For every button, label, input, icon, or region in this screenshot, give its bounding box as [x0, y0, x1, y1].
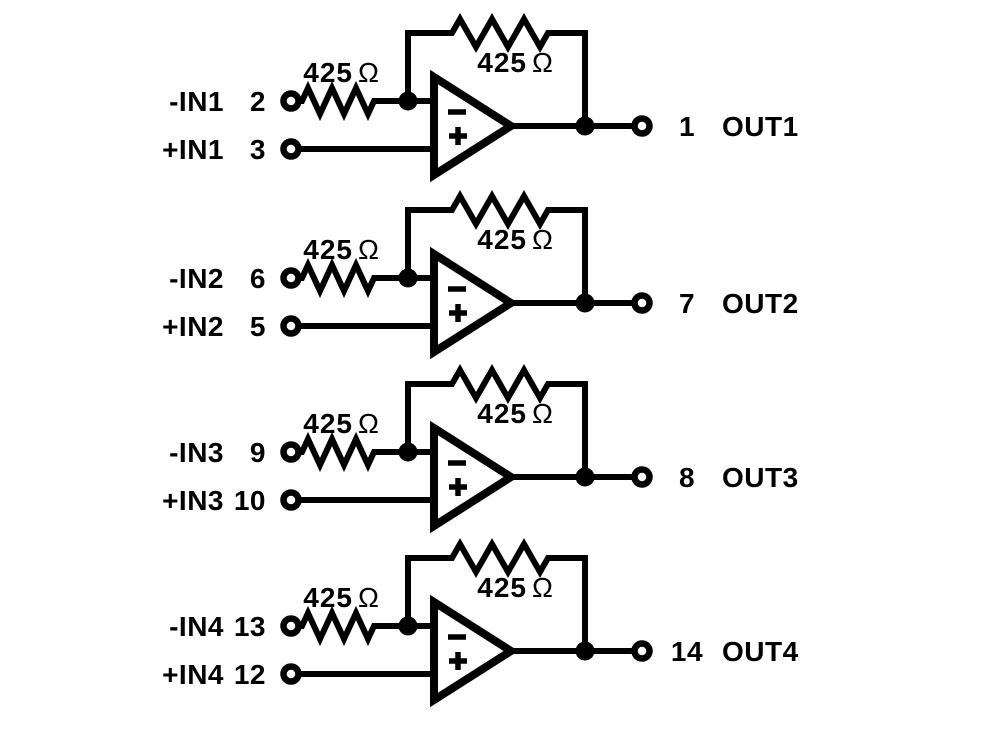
neg-input-name-label: -IN4 [169, 611, 224, 642]
opamp-stage-4: -IN4 13 +IN4 12 425 Ω 425 Ω 14 OUT4 [162, 544, 799, 700]
input-resistor-value: 425 [303, 408, 353, 439]
output-pin-number: 14 [671, 636, 703, 667]
stage-2-circuit [284, 196, 650, 352]
input-resistor-unit: Ω [358, 582, 379, 613]
stage-4-circuit [284, 544, 650, 700]
input-resistor-unit: Ω [358, 408, 379, 439]
pos-input-pin-number: 3 [250, 134, 266, 165]
neg-input-pin-number: 6 [250, 263, 266, 294]
feedback-resistor-value: 425 [477, 47, 527, 78]
output-pin-number: 8 [679, 462, 695, 493]
input-resistor-value: 425 [303, 582, 353, 613]
neg-input-name-label: -IN1 [169, 86, 224, 117]
opamp-stage-2: -IN2 6 +IN2 5 425 Ω 425 Ω 7 OUT2 [162, 196, 799, 352]
neg-input-pin-number: 9 [250, 437, 266, 468]
pos-input-pin-number: 10 [234, 485, 266, 516]
output-pin-number: 7 [679, 288, 695, 319]
output-name-label: OUT1 [722, 111, 799, 142]
pos-input-name-label: +IN2 [162, 311, 224, 342]
feedback-resistor-value: 425 [477, 398, 527, 429]
input-resistor-unit: Ω [358, 234, 379, 265]
pos-input-pin-number: 5 [250, 311, 266, 342]
feedback-resistor-value: 425 [477, 224, 527, 255]
output-pin-number: 1 [679, 111, 695, 142]
feedback-resistor-value: 425 [477, 572, 527, 603]
pos-input-name-label: +IN3 [162, 485, 224, 516]
neg-input-pin-number: 2 [250, 86, 266, 117]
opamp-stage-3: -IN3 9 +IN3 10 425 Ω 425 Ω 8 OUT3 [162, 370, 799, 526]
feedback-resistor-unit: Ω [532, 398, 553, 429]
input-resistor-value: 425 [303, 234, 353, 265]
stage-3-circuit [284, 370, 650, 526]
output-name-label: OUT3 [722, 462, 799, 493]
output-name-label: OUT4 [722, 636, 799, 667]
pos-input-pin-number: 12 [234, 659, 266, 690]
neg-input-pin-number: 13 [234, 611, 266, 642]
stage-1-circuit [284, 19, 650, 175]
pos-input-name-label: +IN1 [162, 134, 224, 165]
opamp-stage-1: -IN1 2 +IN1 3 425 Ω 425 Ω 1 OUT1 [162, 19, 799, 175]
neg-input-name-label: -IN3 [169, 437, 224, 468]
input-resistor-unit: Ω [358, 57, 379, 88]
feedback-resistor-unit: Ω [532, 47, 553, 78]
input-resistor-value: 425 [303, 57, 353, 88]
neg-input-name-label: -IN2 [169, 263, 224, 294]
pos-input-name-label: +IN4 [162, 659, 224, 690]
feedback-resistor-unit: Ω [532, 224, 553, 255]
output-name-label: OUT2 [722, 288, 799, 319]
feedback-resistor-unit: Ω [532, 572, 553, 603]
